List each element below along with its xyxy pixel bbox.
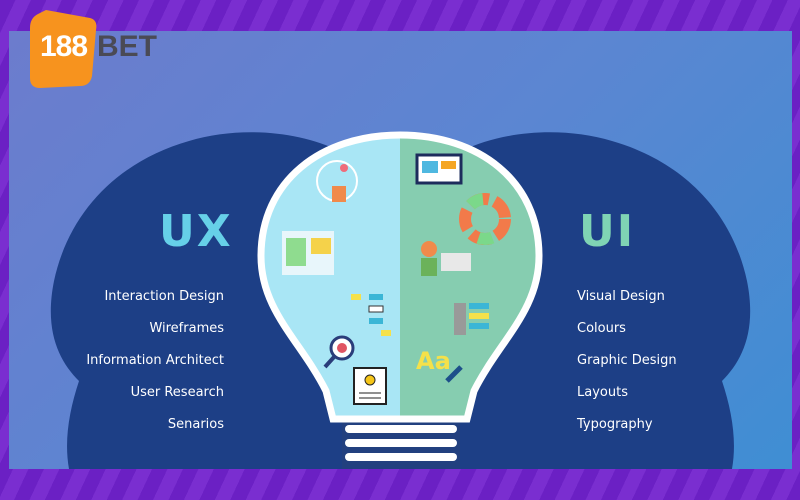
flowchart-icon	[351, 294, 391, 336]
ui-title: UI	[579, 206, 636, 257]
ux-item: User Research	[130, 385, 224, 400]
ui-items-list: Visual Design Colours Graphic Design Lay…	[577, 281, 677, 441]
logo-word: BET	[97, 30, 157, 63]
ui-item: Graphic Design	[577, 353, 677, 368]
ux-item: Interaction Design	[104, 289, 224, 304]
heads-and-bulb-illustration: Aa	[50, 131, 751, 469]
logo-number: 188	[40, 30, 88, 63]
bulb-base	[342, 416, 460, 469]
bulb-outline	[257, 131, 543, 423]
ux-item: Senarios	[167, 417, 224, 432]
ui-item: Typography	[577, 417, 653, 432]
wireframe-icon	[282, 231, 334, 275]
infographic-panel: Aa UX UI Interaction Design Wireframes I…	[9, 31, 792, 469]
interaction-icon	[316, 160, 358, 202]
scenario-document-icon	[353, 367, 387, 405]
layout-icon	[454, 303, 489, 335]
ui-item: Layouts	[577, 385, 628, 400]
ux-item: Information Architect	[86, 353, 224, 368]
typography-icon: Aa	[416, 347, 463, 383]
ux-item: Wireframes	[149, 321, 224, 336]
ui-item: Visual Design	[577, 289, 665, 304]
monitor-icon	[415, 153, 463, 185]
ux-title: UX	[159, 206, 233, 257]
designer-icon	[421, 241, 471, 276]
logo-badge	[30, 10, 97, 88]
color-wheel-icon	[459, 193, 511, 245]
user-research-magnifier-icon	[323, 335, 355, 369]
svg-text:Aa: Aa	[416, 347, 451, 375]
ui-item: Colours	[577, 321, 626, 336]
ux-items-list: Interaction Design Wireframes Informatio…	[86, 281, 224, 441]
